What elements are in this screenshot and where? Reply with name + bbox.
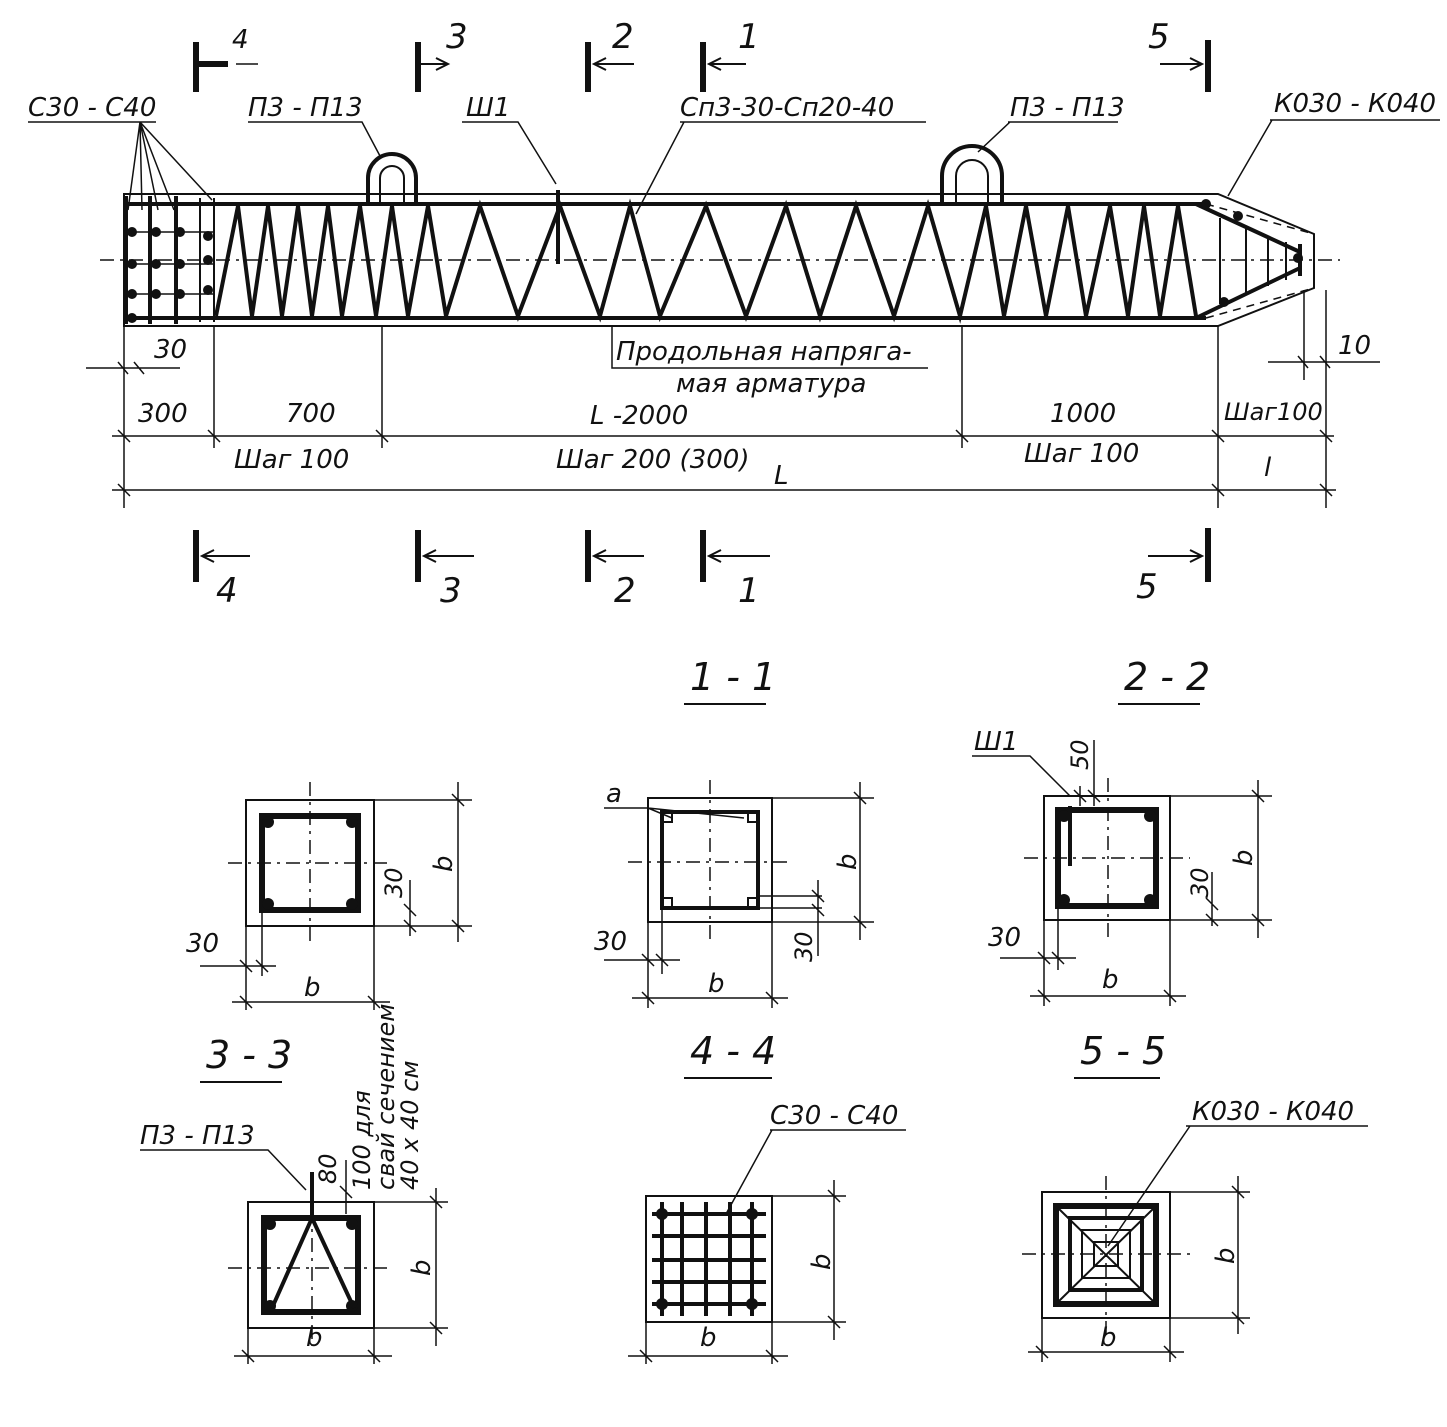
sec3-b-v: b xyxy=(407,1259,437,1276)
sec3-note-3: 40 x 40 см xyxy=(396,1061,424,1190)
cut-mark-1-top: 1 xyxy=(738,17,760,57)
sec0-30-v: 30 xyxy=(380,867,408,898)
cut-mark-5-bottom: 5 xyxy=(1136,567,1158,607)
longitudinal-text-2: мая арматура xyxy=(676,369,866,399)
title-5-5: 5 - 5 xyxy=(1080,1029,1166,1073)
sec1-b-v: b xyxy=(833,853,863,870)
pile-elevation xyxy=(100,144,1340,327)
label-mesh: С30 - С40 xyxy=(28,93,156,123)
longitudinal-bars xyxy=(124,202,1206,320)
dim-30: 30 xyxy=(154,335,187,365)
sec0-b-v: b xyxy=(429,855,459,872)
section-plain: b 30 30 b xyxy=(186,782,472,1010)
label-loop-right: П3 - П13 xyxy=(1010,93,1125,123)
sec0-b-h: b xyxy=(304,973,321,1003)
label-loop-left: П3 - П13 xyxy=(248,93,363,123)
cut-mark-2-top: 2 xyxy=(612,17,634,57)
sec5-label-k030: К030 - К040 xyxy=(1192,1097,1354,1127)
sec4-label-c30: С30 - С40 xyxy=(770,1101,898,1131)
dim-step100-left: Шаг 100 xyxy=(234,445,349,475)
title-2-2: 2 - 2 xyxy=(1124,655,1210,699)
sec4-b-h: b xyxy=(700,1323,717,1353)
cut-markers-bottom: 4 3 2 1 5 xyxy=(193,528,1211,611)
sec0-30-h: 30 xyxy=(186,929,219,959)
dim-10: 10 xyxy=(1338,331,1371,361)
title-3-3: 3 - 3 xyxy=(206,1033,292,1077)
dim-L: L xyxy=(774,461,789,491)
section-5-5: К030 - К040 b b xyxy=(1022,1097,1368,1362)
sec1-30-v: 30 xyxy=(790,931,818,962)
longitudinal-text-1: Продольная напряга- xyxy=(616,337,912,367)
sec1-label-a: a xyxy=(606,779,622,809)
sec2-50: 50 xyxy=(1066,739,1094,770)
sec3-label-p3: П3 - П13 xyxy=(140,1121,255,1151)
sec2-30-v: 30 xyxy=(1186,867,1214,898)
sec2-label-w1: Ш1 xyxy=(974,727,1018,757)
cut-mark-2-bottom: 2 xyxy=(614,571,636,611)
sec5-b-v: b xyxy=(1211,1247,1241,1264)
sec3-80: 80 xyxy=(314,1153,342,1184)
cut-mark-3-bottom: 3 xyxy=(440,571,462,611)
cut-mark-4-top: 4 xyxy=(232,25,249,55)
cut-mark-5-top: 5 xyxy=(1148,17,1170,57)
section-2-2: Ш1 50 b 30 30 b xyxy=(972,727,1272,1006)
sec3-b-h: b xyxy=(306,1323,323,1353)
section-titles: 1 - 1 2 - 2 3 - 3 4 - 4 5 - 5 xyxy=(200,655,1210,1083)
sec1-b-h: b xyxy=(708,969,725,999)
label-w1: Ш1 xyxy=(466,93,510,123)
sec3-note-1: 100 для xyxy=(348,1090,376,1190)
title-4-4: 4 - 4 xyxy=(690,1029,776,1073)
callouts: С30 - С40 П3 - П13 Ш1 Сп3-30-Сп20-40 П3 … xyxy=(28,89,1440,215)
dim-700: 700 xyxy=(286,399,336,429)
cut-mark-4-bottom: 4 xyxy=(216,571,238,611)
cut-markers-top: 4 3 2 1 5 xyxy=(193,17,1211,92)
dim-1000: 1000 xyxy=(1050,399,1116,429)
dim-step200: Шаг 200 (300) xyxy=(556,445,749,475)
longitudinal-label: Продольная напряга- мая арматура xyxy=(611,326,928,399)
dim-step100-right: Шаг 100 xyxy=(1024,439,1139,469)
cut-mark-3-top: 3 xyxy=(446,17,468,57)
sec2-b-v: b xyxy=(1229,849,1259,866)
dim-step100-tip: Шаг100 xyxy=(1224,398,1323,426)
sec2-b-h: b xyxy=(1102,965,1119,995)
label-spiral: Сп3-30-Сп20-40 xyxy=(680,93,894,123)
sec3-note-2: свай сечением xyxy=(372,1004,400,1190)
sec2-30-h: 30 xyxy=(988,923,1021,953)
sec1-30-h: 30 xyxy=(594,927,627,957)
dim-300: 300 xyxy=(138,399,188,429)
cut-mark-1-bottom: 1 xyxy=(738,571,760,611)
sec5-b-h: b xyxy=(1100,1323,1117,1353)
section-1-1: a b 30 30 b xyxy=(594,779,874,1008)
dim-l: l xyxy=(1264,453,1272,483)
sec4-b-v: b xyxy=(807,1253,837,1270)
label-tip: К030 - К040 xyxy=(1274,89,1436,119)
dim-L-2000: L -2000 xyxy=(590,401,688,431)
title-1-1: 1 - 1 xyxy=(690,655,776,699)
dimensions: 30 10 300 700 L -2000 1000 Шаг100 Шаг 10… xyxy=(86,290,1380,508)
section-3-3: П3 - П13 80 100 для свай сечением 40 x 4… xyxy=(140,1004,448,1364)
section-4-4: С30 - С40 b b xyxy=(628,1101,906,1364)
